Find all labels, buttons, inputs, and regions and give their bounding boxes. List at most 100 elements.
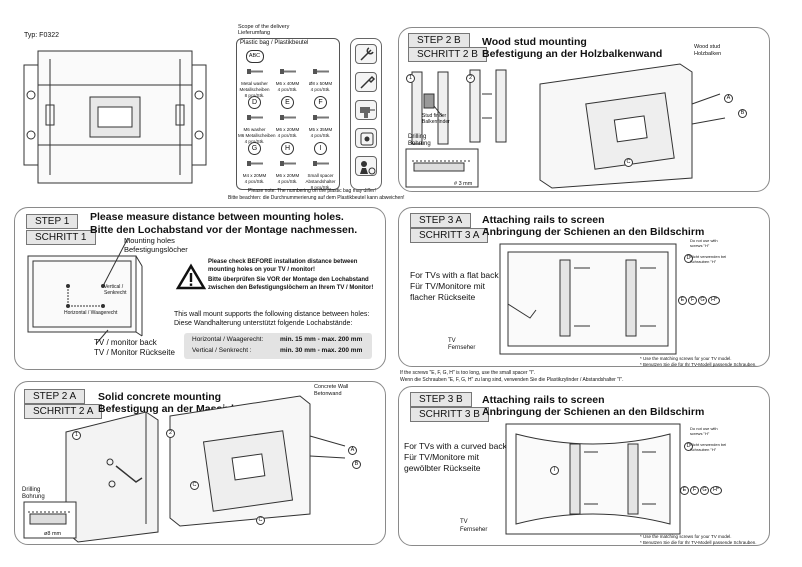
step3a-title: Attaching rails to screen [482, 214, 605, 226]
horizontal-label: Horizontal / Waagerecht [64, 310, 118, 316]
hardware-name: Small spacer [307, 173, 334, 178]
step3a-tv-label-de: Fernseher [448, 345, 476, 351]
tools-strip [350, 38, 382, 190]
screw-icon [279, 69, 296, 74]
drill-dim-2a: ø8 mm [44, 531, 62, 537]
hardware-name: M6 x 20MM [275, 173, 300, 178]
concrete-wall-drawing-1 [65, 411, 159, 543]
concrete-wall-drawing-2 [169, 395, 346, 527]
step2a-tag-de: SCHRITT 2 A [24, 404, 103, 419]
step3a-title-de: Anbringung der Schienen an den Bildschir… [482, 226, 705, 238]
step3b-title: Attaching rails to screen [482, 394, 605, 406]
screw-letter: F [688, 296, 697, 305]
step3b-tag-de: SCHRITT 3 B [410, 407, 489, 422]
stud-finder-label-de: Balkenfinder [422, 119, 450, 125]
screw-icon [312, 115, 329, 120]
step3b-not-use-de: Nicht verwenden bei Schrauben "H" [690, 442, 727, 452]
flat-tv-drawing [499, 243, 677, 355]
stud-wall-drawing-1 [411, 71, 449, 145]
drill-dim-2b: # 3 mm [454, 181, 473, 187]
vertical-label: Vertical / Senkrecht [104, 284, 127, 296]
distance-row2-label: Vertical / Senkrecht : [192, 347, 252, 354]
step3b-tag: STEP 3 B [410, 392, 472, 407]
concrete-wall-label: Concrete Wall [314, 384, 349, 390]
step3b-desc1: For TVs with a curved back [404, 441, 507, 451]
step3a-tag-de: SCHRITT 3 A [410, 228, 489, 243]
hardware-name: M4 x 20MM [242, 173, 267, 178]
screw-letter: E [678, 296, 687, 305]
step3a-desc3: flacher Rückseite [410, 292, 476, 302]
step3b-tv-label-de: Fernseher [460, 527, 488, 533]
step1-tag-de: SCHRITT 1 [26, 230, 96, 245]
hardware-qty: 4 pcs/Stk. [244, 139, 265, 144]
step3b-title-de: Anbringung der Schienen an den Bildschir… [482, 406, 705, 418]
tv-back-drawing [27, 237, 143, 345]
type-label: Typ: F0322 [24, 32, 60, 39]
screw-letter: H* [710, 486, 722, 495]
distance-row1-label: Horizontal / Waagerecht: [192, 336, 264, 343]
screwdriver-icon [355, 72, 377, 92]
hardware-name-de: Abstandshalter [305, 179, 336, 184]
hardware-name-de: Metallscheiben [239, 87, 270, 92]
hardware-letter: ABC [245, 50, 264, 63]
scope-bag-box [236, 38, 340, 190]
spacer-note-de: Wenn die Schrauben "E, F, G, H" zu lang … [400, 377, 624, 383]
hardware-letter: H [281, 142, 294, 155]
bag-label: Plastic bag / Plastikbeutel [240, 40, 309, 46]
step2a-label-b: B [352, 452, 361, 470]
step2b-tag: STEP 2 B [408, 33, 470, 48]
step3a-tv-label: TV [448, 338, 456, 344]
step2a-tag: STEP 2 A [24, 389, 86, 404]
stud-finder-icon [355, 128, 377, 148]
mounting-holes-label-de: Befestigungslöcher [124, 245, 188, 254]
hardware-letter: I [314, 142, 327, 155]
scope-title-de: Lieferumfang [238, 30, 271, 36]
stud-wall-drawing-3 [539, 63, 726, 189]
wrench-icon [355, 44, 377, 64]
hardware-qty: 4 pcs/Stk. [277, 133, 298, 138]
spacer-note: If the screws "E, F, G, H" is too long, … [400, 370, 536, 376]
hardware-letter: E [281, 96, 294, 109]
step3a-not-use-de: Nicht verwenden bei Schrauben "H" [690, 254, 727, 264]
screw-letter: F [690, 486, 699, 495]
drill-icon [355, 100, 377, 120]
drill-hole-diagram-2a [23, 501, 77, 539]
drilling-label-2a: Drilling [22, 487, 41, 493]
step3a-note-de: * Benutzen Sie die für Ihr TV-Modell pas… [640, 362, 757, 367]
step3a-desc2: Für TV/Monitore mit [410, 281, 485, 291]
step1-title: Please measure distance between mounting… [90, 211, 344, 223]
step2b-title: Wood stud mounting [482, 36, 587, 48]
hardware-name-de: M6 Metallscheiben [238, 133, 276, 138]
hardware-name: M6 x 40MM [275, 81, 300, 86]
screw-letter: E [680, 486, 689, 495]
step2b-num1: 1 [406, 66, 415, 84]
stud-wall-drawing-2 [469, 69, 507, 143]
step3b-label-i: I [550, 458, 559, 476]
step2b-label-a: A [724, 86, 733, 104]
step3a-tag: STEP 3 A [410, 213, 472, 228]
step2a-label-c2: C [256, 508, 265, 526]
step3a-label-d: D [684, 246, 693, 264]
scope-note-de: Bitte beachten: die Durchnummerierung au… [228, 195, 405, 201]
scope-title: Scope of the delivery [238, 24, 290, 30]
step3a-desc1: For TVs with a flat back [410, 270, 499, 280]
concrete-wall-label-de: Betonwand [314, 391, 342, 397]
step3b-desc2: Für TV/Monitore mit [404, 452, 479, 462]
screw-icon [246, 69, 263, 74]
hardware-qty: 4 pcs/Stk. [277, 87, 298, 92]
step2a-label-a: A [348, 438, 357, 456]
hardware-qty: 8 pcs/Stk. [310, 185, 331, 190]
screw-icon [312, 69, 329, 74]
supports-text: This wall mount supports the following d… [174, 311, 370, 318]
drilling-label-2b: Drilling [408, 134, 427, 140]
screw-icon [279, 115, 296, 120]
screw-letter: G [700, 486, 709, 495]
warning-text: Please check BEFORE installation distanc… [208, 259, 358, 273]
step2b-label-c: C [624, 150, 633, 168]
